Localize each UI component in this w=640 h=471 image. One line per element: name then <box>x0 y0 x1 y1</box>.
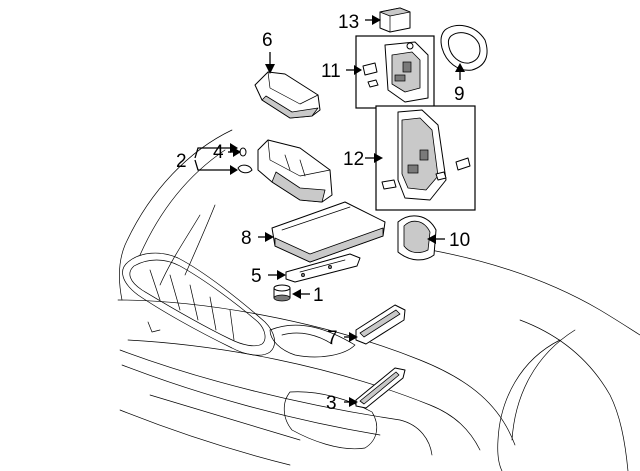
callout-8: 8 <box>241 228 252 249</box>
part-7-bracket <box>355 304 406 345</box>
callout-7: 7 <box>327 328 338 349</box>
part-8-cover <box>271 201 386 263</box>
callout-9: 9 <box>454 84 465 105</box>
box-12-inset <box>375 105 476 211</box>
vehicle-body-outline <box>117 129 640 471</box>
callout-13: 13 <box>338 12 359 33</box>
callout-2: 2 <box>176 151 187 172</box>
callout-labels: 6 11 13 9 12 4 2 8 10 5 1 7 3 <box>176 12 470 414</box>
part-6-upper-cover <box>254 71 321 119</box>
box-11-inset <box>355 35 435 109</box>
callout-12: 12 <box>343 149 364 170</box>
callout-3: 3 <box>326 393 337 414</box>
callout-10: 10 <box>449 230 470 251</box>
callout-4: 4 <box>213 142 224 163</box>
part-1-nut <box>273 284 291 302</box>
callout-5: 5 <box>251 266 262 287</box>
part-13-relay <box>379 7 411 33</box>
part-2-grommet <box>237 164 253 174</box>
part-2-relay-block <box>237 139 333 203</box>
callout-1: 1 <box>313 285 324 306</box>
part-9-gasket <box>440 24 488 71</box>
part-3-bracket <box>355 367 406 409</box>
callout-11: 11 <box>321 61 341 82</box>
part-10-cap <box>397 215 437 261</box>
leaders <box>194 15 465 407</box>
part-5-bracket <box>285 253 361 283</box>
callout-6: 6 <box>262 30 273 51</box>
